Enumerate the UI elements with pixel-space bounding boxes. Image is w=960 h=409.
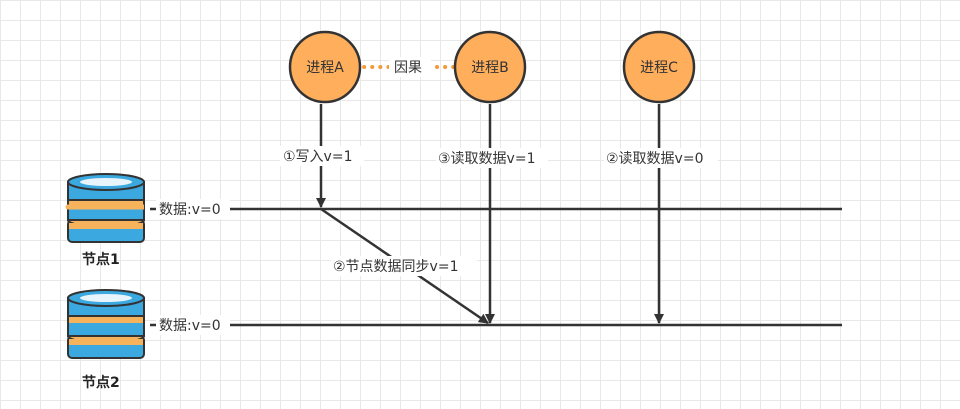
causal-label: 因果	[394, 60, 422, 76]
node2-data-label: 数据:v=0	[159, 318, 221, 334]
database-icon	[65, 173, 147, 243]
process-b: 进程B	[453, 30, 527, 104]
process-a: 进程A	[288, 30, 362, 104]
process-b-label: 进程B	[471, 60, 509, 76]
write-label: ①写入v=1	[283, 149, 352, 165]
read-c-label: ②读取数据v=0	[606, 150, 703, 167]
node1-label: 节点1	[82, 251, 120, 268]
sync-label: ②节点数据同步v=1	[333, 259, 458, 275]
process-c: 进程C	[622, 30, 696, 104]
node2-label: 节点2	[82, 374, 120, 391]
process-a-label: 进程A	[306, 60, 344, 76]
database-icon	[67, 289, 145, 359]
process-c-label: 进程C	[640, 60, 678, 76]
read-b-label: ③读取数据v=1	[438, 150, 535, 167]
node1-data-label: 数据:v=0	[159, 202, 221, 218]
